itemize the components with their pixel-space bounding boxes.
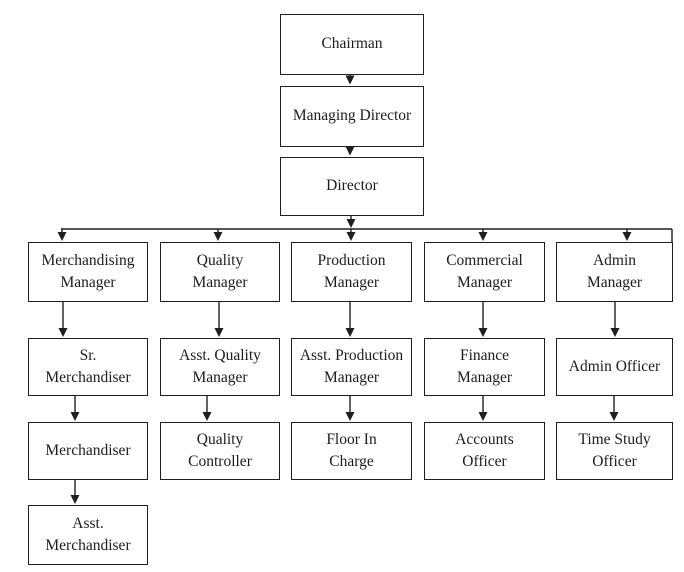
org-node-finance-manager: Finance Manager [424,338,545,396]
org-node-floor-in-charge: Floor In Charge [291,422,412,480]
org-node-time-study-officer: Time Study Officer [556,422,673,480]
org-node-asst-quality-manager: Asst. Quality Manager [160,338,280,396]
org-node-commercial-manager: Commercial Manager [424,242,545,302]
org-node-production-manager: Production Manager [291,242,412,302]
org-node-merchandising-manager: Merchandising Manager [28,242,148,302]
org-node-director: Director [280,157,424,216]
org-node-managing-director: Managing Director [280,86,424,147]
org-node-merchandiser: Merchandiser [28,422,148,480]
org-node-quality-controller: Quality Controller [160,422,280,480]
org-node-accounts-officer: Accounts Officer [424,422,545,480]
org-node-chairman: Chairman [280,14,424,75]
org-node-admin-officer: Admin Officer [556,338,673,396]
org-node-quality-manager: Quality Manager [160,242,280,302]
org-node-asst-production-manager: Asst. Production Manager [291,338,412,396]
org-node-sr-merchandiser: Sr. Merchandiser [28,338,148,396]
org-node-admin-manager: Admin Manager [556,242,673,302]
org-node-asst-merchandiser: Asst. Merchandiser [28,505,148,565]
